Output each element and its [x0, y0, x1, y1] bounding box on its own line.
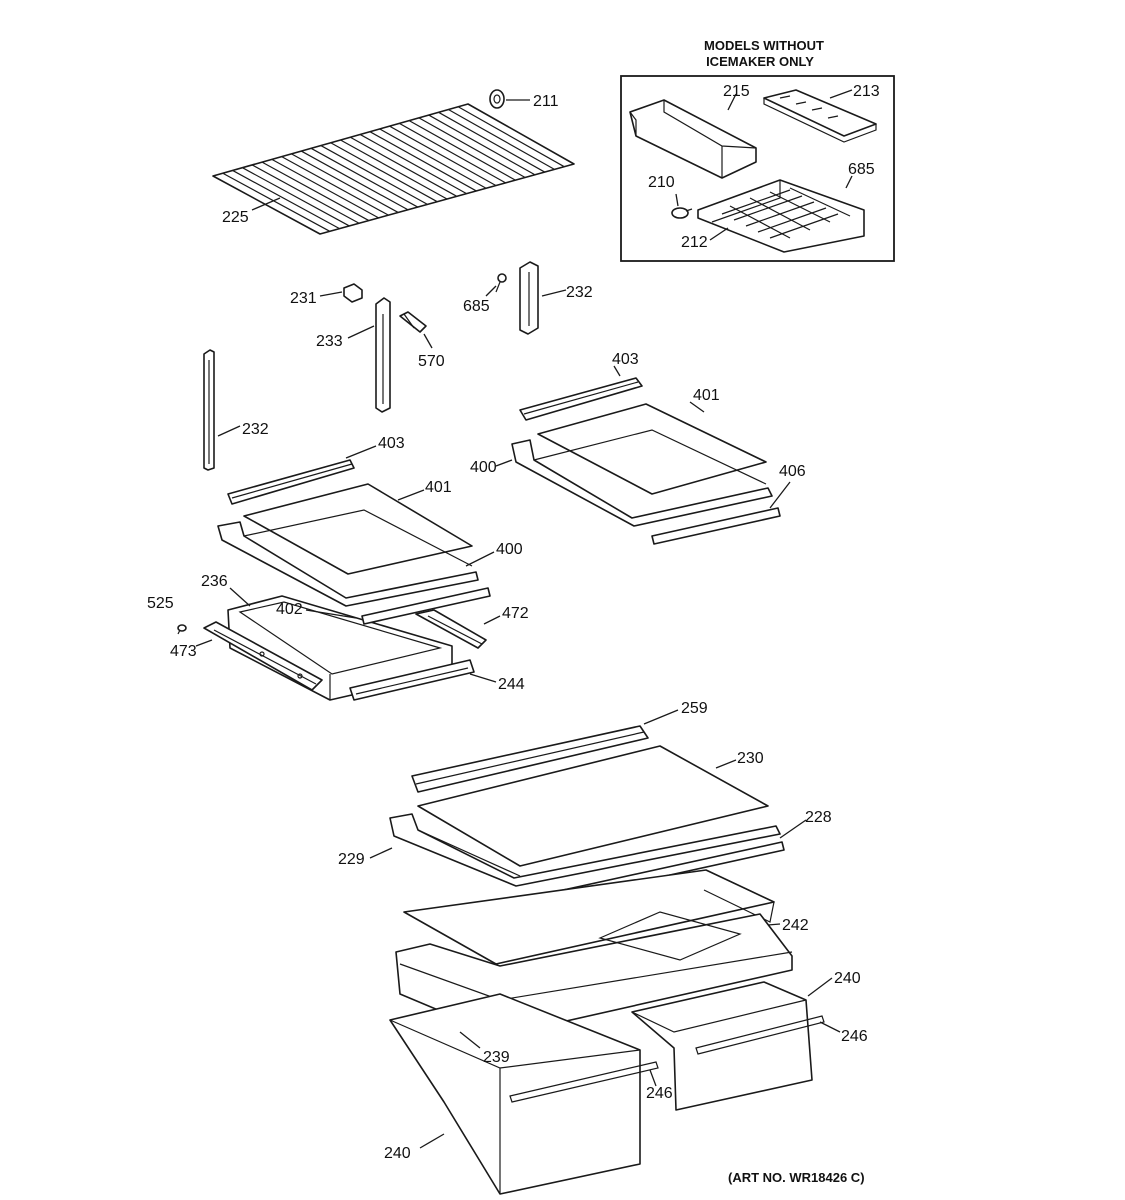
callout-402: 402 [276, 601, 303, 618]
callout-240-left: 240 [384, 1145, 411, 1162]
callout-232-left: 232 [242, 421, 269, 438]
callout-403-right: 403 [612, 351, 639, 368]
part-231-clip [343, 283, 363, 303]
part-473-slide-left [203, 621, 323, 691]
callout-401-right: 401 [693, 387, 720, 404]
callout-403-left: 403 [378, 435, 405, 452]
wire-rod [242, 167, 350, 227]
callout-236: 236 [201, 573, 228, 590]
wire-rod [330, 142, 438, 203]
callout-212: 212 [681, 234, 708, 251]
wire-shelf-rods [222, 106, 565, 232]
callout-230: 230 [737, 750, 764, 767]
part-570-screw [399, 311, 427, 333]
callout-259: 259 [681, 700, 708, 717]
part-525-screw [177, 624, 187, 635]
part-402-trim [361, 587, 491, 625]
callout-401-left: 401 [425, 479, 452, 496]
part-403-left-trim [227, 459, 355, 505]
callout-570: 570 [418, 353, 445, 370]
callout-225: 225 [222, 209, 249, 226]
wire-rod [281, 156, 389, 216]
callout-242: 242 [782, 917, 809, 934]
part-211-stud [489, 89, 505, 109]
inset-heading-line2: ICEMAKER ONLY [706, 54, 814, 69]
part-215-tray [629, 99, 757, 179]
part-232-rail-left [203, 349, 215, 471]
callout-246-right: 246 [841, 1028, 868, 1045]
inset-heading-line1: MODELS WITHOUT [704, 38, 824, 53]
callout-400-left: 400 [496, 541, 523, 558]
wire-rod [379, 128, 487, 189]
wire-rod [408, 120, 516, 181]
wire-rod [428, 114, 536, 176]
callout-400-right: 400 [470, 459, 497, 476]
part-472-slide [415, 609, 487, 649]
icemaker-inset: MODELS WITHOUT ICEMAKER ONLY [620, 38, 895, 262]
wire-rod [271, 158, 379, 219]
part-225-wire-shelf [212, 103, 575, 235]
callout-473: 473 [170, 643, 197, 660]
part-242-cover [403, 869, 775, 965]
callout-211: 211 [533, 93, 559, 110]
callout-472: 472 [502, 605, 529, 622]
part-259-trim [411, 725, 649, 793]
part-403-right-trim [519, 377, 643, 421]
wire-rod [251, 164, 360, 224]
wire-rod [369, 131, 477, 192]
art-number: (ART NO. WR18426 C) [728, 1170, 865, 1185]
part-240-drawer-right [631, 981, 825, 1111]
wire-rod [310, 147, 418, 208]
part-401-left-glass [243, 483, 473, 575]
part-230-glass [417, 745, 769, 867]
callout-240-right: 240 [834, 970, 861, 987]
inset-frame [620, 75, 895, 262]
wire-rod [457, 106, 565, 168]
wire-rod [359, 133, 467, 195]
wire-rod [232, 169, 340, 230]
part-229-frame [389, 813, 781, 887]
part-400-left-frame [217, 509, 479, 607]
callout-229: 229 [338, 851, 365, 868]
callout-215: 215 [723, 83, 750, 100]
callout-239: 239 [483, 1049, 510, 1066]
wire-rod [418, 117, 526, 178]
part-240-drawer-left [389, 993, 659, 1195]
part-406-trim [651, 507, 781, 545]
part-244-slide [349, 659, 475, 701]
callout-685: 685 [463, 298, 490, 315]
callout-213: 213 [853, 83, 880, 100]
wire-rod [300, 150, 409, 211]
callout-244: 244 [498, 676, 525, 693]
callout-228: 228 [805, 809, 832, 826]
callout-233: 233 [316, 333, 343, 350]
wire-rod [291, 153, 399, 213]
wire-rod [438, 111, 545, 173]
part-685-inset-bin [697, 179, 865, 253]
part-401-right-glass [537, 403, 767, 495]
callout-231: 231 [290, 290, 317, 307]
callout-685-inset: 685 [848, 161, 875, 178]
wire-rod [389, 125, 497, 187]
wire-rod [222, 172, 331, 232]
wire-rod [448, 109, 555, 170]
wire-rod [399, 122, 506, 184]
part-400-right-frame [511, 429, 773, 527]
part-232-rail-right [519, 261, 539, 335]
callout-525: 525 [147, 595, 174, 612]
wire-rod [350, 136, 458, 197]
wire-rod [340, 139, 448, 200]
callout-210: 210 [648, 174, 675, 191]
part-233-rail [375, 297, 391, 413]
callout-406: 406 [779, 463, 806, 480]
callout-232-right: 232 [566, 284, 593, 301]
part-210-screw [671, 207, 693, 219]
part-685-screw [495, 273, 507, 293]
wire-rod [320, 145, 428, 205]
callout-246-left: 246 [646, 1085, 673, 1102]
wire-rod [261, 161, 370, 222]
part-213-ice-tray [763, 89, 877, 143]
